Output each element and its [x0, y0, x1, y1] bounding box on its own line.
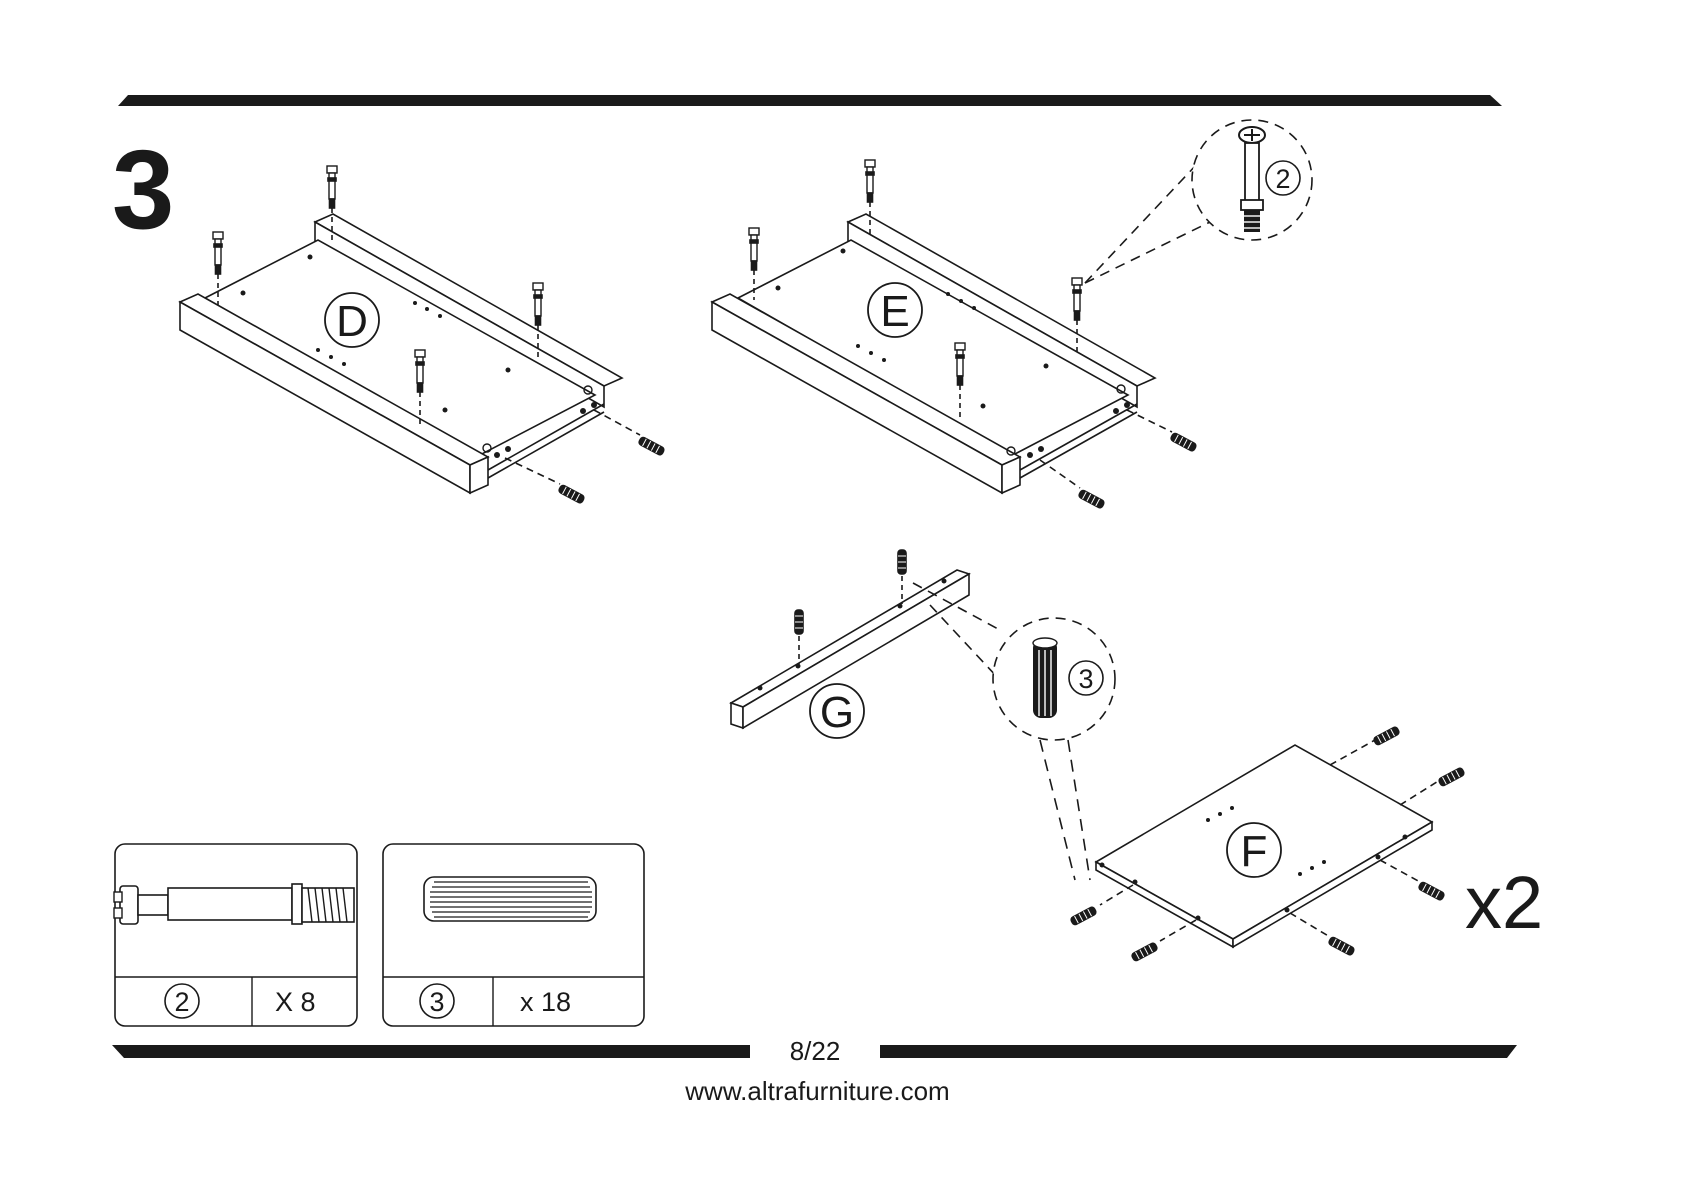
dowel-callout: [993, 618, 1115, 880]
callout-3-label: 3: [1078, 664, 1093, 694]
panel-e-assembly: [712, 160, 1210, 509]
top-rule: [118, 95, 1502, 106]
hardware-box-cam-bolt: [114, 844, 357, 1026]
hardware-2-qty: X 8: [275, 987, 316, 1017]
step-number: 3: [112, 127, 174, 252]
part-f-label: F: [1241, 827, 1268, 876]
callout-2-label: 2: [1275, 164, 1290, 194]
hardware-3-id: 3: [429, 987, 444, 1017]
part-d-label: D: [336, 297, 368, 346]
website-url[interactable]: www.altrafurniture.com: [600, 1076, 1035, 1107]
panel-d-assembly: [180, 166, 665, 504]
page-number: 8/22: [750, 1036, 880, 1067]
quantity-multiplier: x2: [1465, 861, 1543, 944]
part-g-label: G: [820, 688, 854, 737]
part-g-assembly: [731, 550, 1000, 728]
hardware-3-qty: x 18: [520, 987, 571, 1017]
part-e-label: E: [880, 287, 909, 336]
hardware-2-id: 2: [174, 987, 189, 1017]
